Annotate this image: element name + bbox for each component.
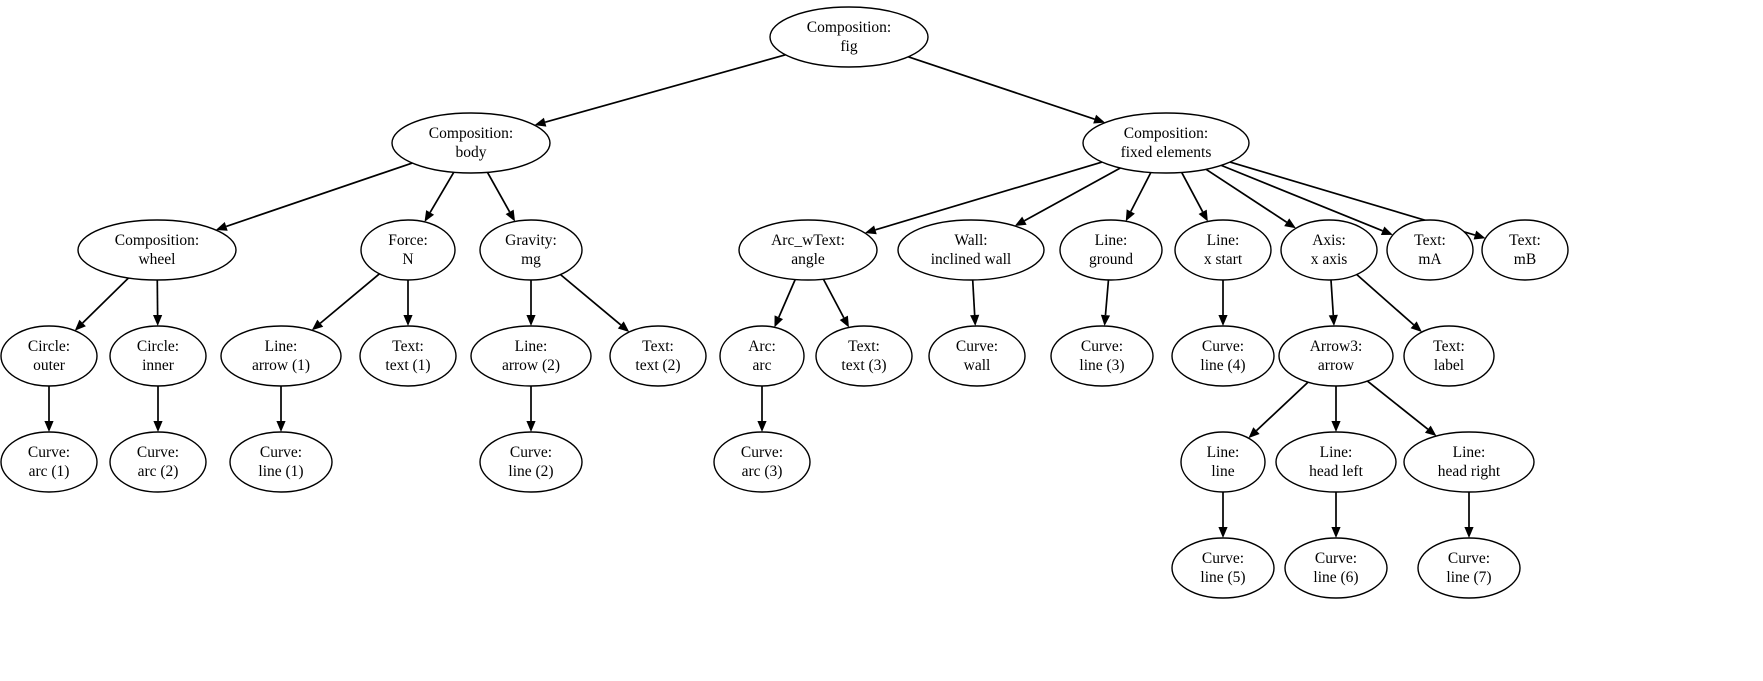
edge-line	[544, 54, 786, 124]
edge-line	[778, 279, 796, 318]
edge-arrowhead-icon	[757, 421, 767, 432]
edge-line	[559, 273, 622, 326]
edge-arrowhead-icon	[1424, 425, 1437, 437]
edge-arrowhead-icon	[153, 421, 163, 432]
edge-arrowhead-icon	[839, 315, 849, 328]
edge-arrowhead-icon	[215, 222, 228, 231]
edge-arrowhead-icon	[1331, 421, 1341, 432]
node-arc2[interactable]	[109, 431, 207, 493]
edge-line	[1104, 279, 1110, 316]
edge-line	[486, 171, 511, 213]
node-wall[interactable]	[897, 219, 1045, 281]
edge-line	[1023, 167, 1121, 222]
edge-line	[1330, 279, 1335, 316]
edge-line	[1255, 381, 1309, 432]
node-line2[interactable]	[479, 431, 583, 493]
edge-arrowhead-icon	[864, 225, 877, 235]
node-linearrow1[interactable]	[220, 325, 342, 387]
node-fig[interactable]	[769, 6, 929, 68]
node-arrow3[interactable]	[1278, 325, 1394, 387]
node-fixed[interactable]	[1082, 112, 1250, 174]
node-text2[interactable]	[609, 325, 707, 387]
edge-arrowhead-icon	[424, 210, 435, 222]
edge-line	[875, 161, 1103, 231]
edge-arrowhead-icon	[1331, 527, 1341, 538]
edge-arrowhead-icon	[1218, 315, 1228, 326]
edge-arrowhead-icon	[44, 421, 54, 432]
edge-arrowhead-icon	[617, 321, 630, 332]
edge-line	[429, 171, 455, 213]
edge-arrowhead-icon	[1248, 427, 1260, 439]
node-line5[interactable]	[1171, 537, 1275, 599]
edge-line	[1205, 168, 1288, 223]
edge-arrowhead-icon	[276, 421, 286, 432]
edge-line	[1366, 380, 1429, 430]
node-textmb[interactable]	[1481, 219, 1569, 281]
edge-arrowhead-icon	[403, 315, 413, 326]
node-textma[interactable]	[1386, 219, 1474, 281]
node-arc1[interactable]	[0, 431, 98, 493]
edge-arrowhead-icon	[74, 319, 86, 331]
nodes-layer	[0, 6, 1569, 599]
edge-arrowhead-icon	[526, 315, 536, 326]
edge-arrowhead-icon	[505, 209, 516, 222]
edge-line	[822, 278, 845, 319]
edge-line	[1130, 172, 1152, 212]
edge-arrowhead-icon	[526, 421, 536, 432]
node-wheel[interactable]	[77, 219, 237, 281]
edge-arrowhead-icon	[1198, 209, 1208, 222]
edge-arrowhead-icon	[1380, 226, 1393, 236]
edge-arrowhead-icon	[1328, 314, 1338, 327]
edge-line	[1180, 172, 1204, 213]
node-lineheadleft[interactable]	[1275, 431, 1397, 493]
node-force[interactable]	[360, 219, 456, 281]
node-lineline[interactable]	[1180, 431, 1266, 493]
edge-line	[1356, 273, 1415, 326]
node-line1[interactable]	[229, 431, 333, 493]
edge-arrowhead-icon	[970, 314, 980, 327]
node-line3[interactable]	[1050, 325, 1154, 387]
node-gravity[interactable]	[479, 219, 583, 281]
edge-arrowhead-icon	[774, 315, 784, 328]
node-line6[interactable]	[1284, 537, 1388, 599]
edge-line	[82, 277, 130, 324]
edge-line	[908, 56, 1095, 120]
edge-line	[225, 162, 413, 228]
node-lineheadright[interactable]	[1403, 431, 1535, 493]
node-xstart[interactable]	[1174, 219, 1272, 281]
edge-arrowhead-icon	[1464, 527, 1474, 538]
edge-arrowhead-icon	[1093, 114, 1106, 124]
node-body[interactable]	[391, 112, 551, 174]
node-arcwtext[interactable]	[738, 219, 878, 281]
node-circleinner[interactable]	[109, 325, 207, 387]
node-ground[interactable]	[1059, 219, 1163, 281]
node-arcarc[interactable]	[719, 325, 805, 387]
node-text1[interactable]	[359, 325, 457, 387]
edge-arrowhead-icon	[1100, 314, 1111, 327]
edge-arrowhead-icon	[1473, 230, 1486, 240]
edge-arrowhead-icon	[1218, 527, 1228, 538]
node-line7[interactable]	[1417, 537, 1521, 599]
node-xaxis[interactable]	[1280, 219, 1378, 281]
edge-arrowhead-icon	[1125, 209, 1135, 222]
edge-line	[319, 273, 380, 324]
node-textlabel[interactable]	[1403, 325, 1495, 387]
node-linearrow2[interactable]	[470, 325, 592, 387]
node-arc3[interactable]	[713, 431, 811, 493]
edge-arrowhead-icon	[1014, 216, 1027, 226]
edge-arrowhead-icon	[311, 319, 324, 331]
edge-arrowhead-icon	[1284, 218, 1296, 229]
node-line4[interactable]	[1171, 325, 1275, 387]
edge-arrowhead-icon	[534, 117, 547, 127]
edge-arrowhead-icon	[153, 314, 163, 326]
node-circleouter[interactable]	[0, 325, 98, 387]
edge-line	[1220, 164, 1383, 232]
edge-line	[971, 279, 976, 316]
edge-arrowhead-icon	[1410, 321, 1422, 333]
node-text3[interactable]	[815, 325, 913, 387]
node-curvewall[interactable]	[928, 325, 1026, 387]
